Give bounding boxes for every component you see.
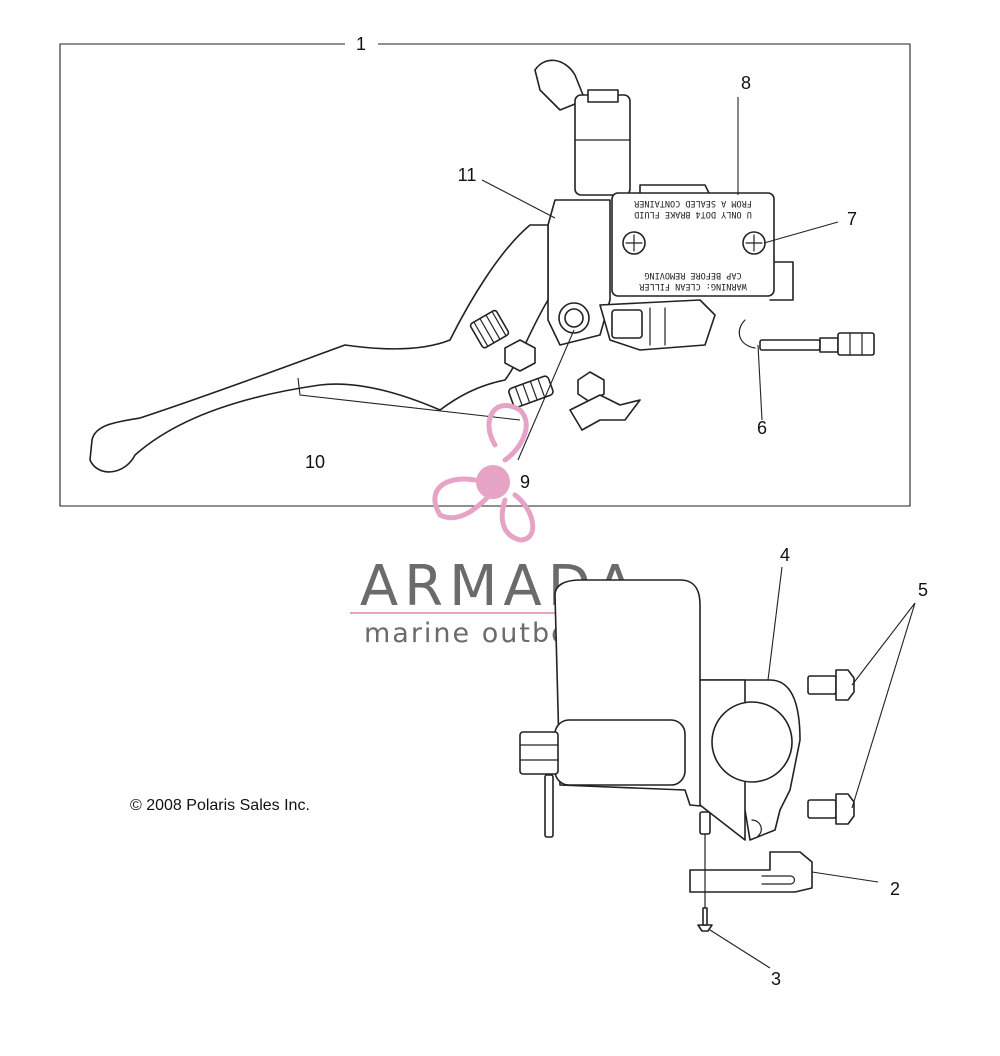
propeller-logo-icon [432,403,536,543]
master-cylinder-body [534,59,794,351]
mount-bolt-upper [807,669,855,701]
switch-harness [738,319,875,356]
callout-7: 7 [847,209,857,229]
callout-4: 4 [780,545,790,565]
callout-8: 8 [741,73,751,93]
cap-screw-right [742,231,766,255]
screw [697,811,713,932]
clamp-assembly [519,579,801,841]
callout-3: 3 [771,969,781,989]
cap-screw-left [622,231,646,255]
callout-10: 10 [305,452,325,472]
mount-bolt-lower [807,793,855,825]
cap-text-line-3: WARNING: CLEAN FILLER [638,281,746,291]
callout-5: 5 [918,580,928,600]
copyright-notice: © 2008 Polaris Sales Inc. [130,797,310,814]
cap-text-line-2: FROM A SEALED CONTAINER [633,198,752,208]
brake-lever [89,224,641,473]
leader-lines-upper [297,97,839,461]
callout-1: 1 [356,34,366,54]
switch-bracket [689,851,813,893]
callout-11: 11 [458,165,477,185]
assembly-frame: 1 [59,34,911,507]
callout-9: 9 [520,472,530,492]
callout-2: 2 [890,879,900,899]
cap-text-line-4: CAP BEFORE REMOVING [644,270,741,280]
cap-text-line-1: U ONLY DOT4 BRAKE FLUID [634,209,752,219]
leader-lines-lower [709,566,916,969]
callout-6: 6 [757,418,767,438]
reservoir-cap: U ONLY DOT4 BRAKE FLUID FROM A SEALED CO… [611,192,775,297]
